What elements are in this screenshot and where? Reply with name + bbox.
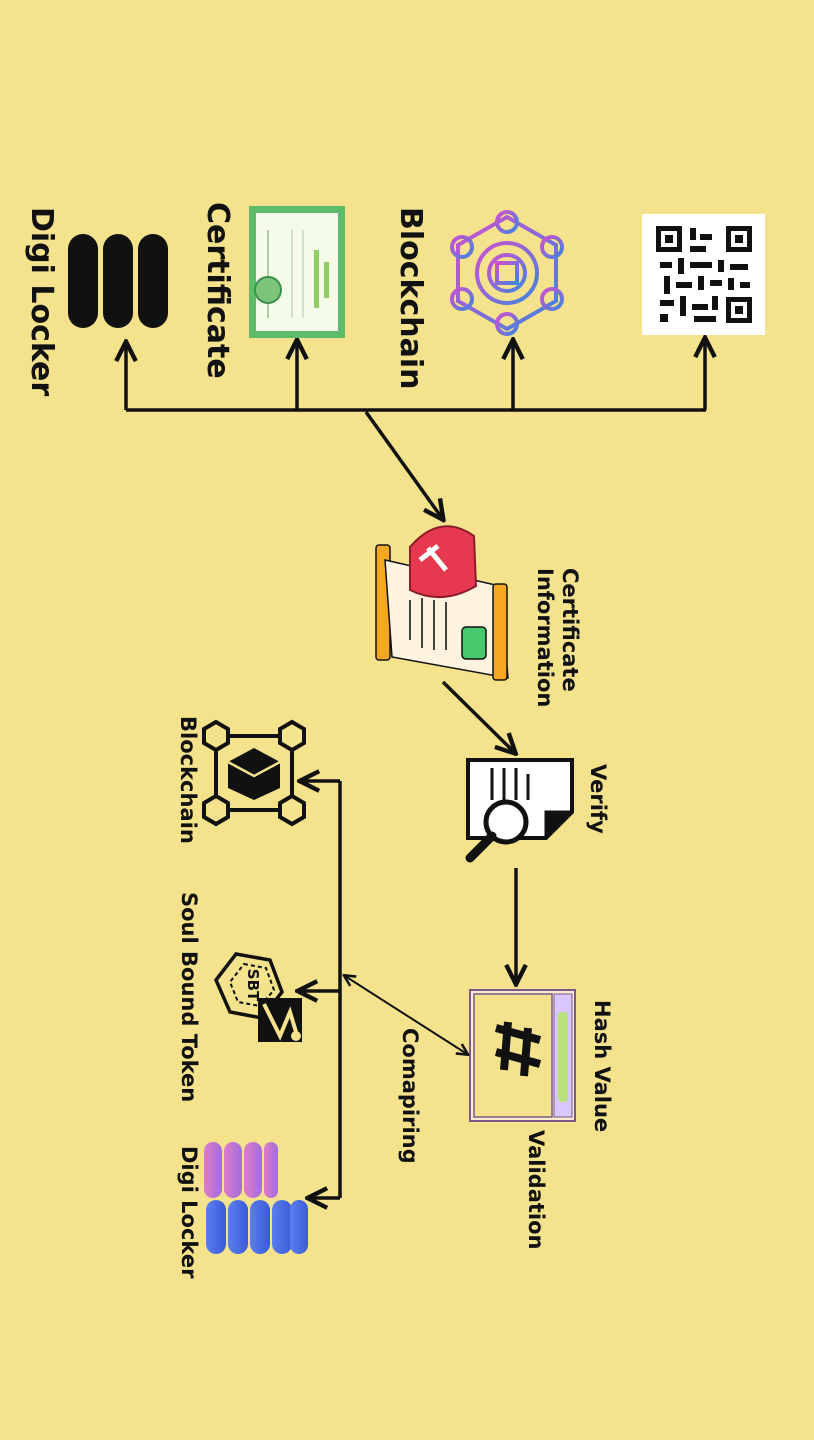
label-verify: Verify [586,764,610,834]
top-connector [126,340,706,518]
label-blockchain-top: Blockchain [393,207,428,390]
database-icon [68,234,168,328]
arrow-info-to-verify [441,680,514,752]
certificate-info-icon [375,525,509,681]
label-certificate-top: Certificate [200,202,235,379]
label-certificate-information-line1: Certificate [558,568,582,692]
qr-code-icon [642,214,765,335]
bottom-connector [300,781,342,1198]
magnifier-document-icon [465,758,574,863]
label-soul-bound-token: Soul Bound Token [177,892,201,1103]
label-certificate-information-line2: Information [533,568,557,708]
comparing-arrow [345,976,467,1054]
label-comparing: Comapiring [398,1028,422,1164]
blockchain-block-icon [202,719,306,827]
label-certificate-information: Certificate Information [533,568,582,708]
database-gradient-icon [204,1142,308,1254]
label-digi-locker-top: Digi Locker [24,207,59,397]
label-blockchain-bottom: Blockchain [176,716,200,844]
blockchain-network-icon [450,210,564,336]
sbt-badge-text: SBT [244,969,262,1002]
label-hash-value: Hash Value [590,1000,614,1133]
label-validation: Validation [524,1130,548,1250]
label-digi-locker-bottom: Digi Locker [177,1146,201,1279]
hash-icon [469,989,576,1122]
certificate-icon [249,206,345,338]
soul-bound-token-icon: SBT [213,952,302,1042]
